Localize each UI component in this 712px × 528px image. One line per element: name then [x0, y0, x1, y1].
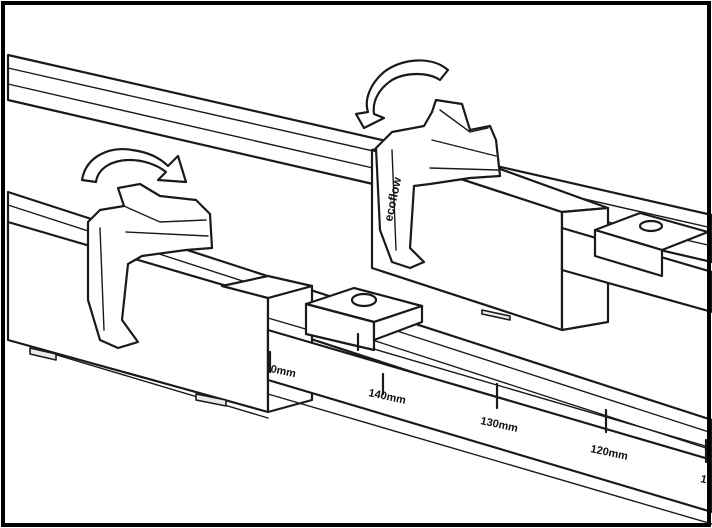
- back-clip: ecoflow: [374, 98, 502, 270]
- front-tab: [304, 286, 424, 352]
- curved-rotate-arrow-right-clip: [354, 59, 450, 130]
- rail-feet: [29, 309, 511, 407]
- curved-rotate-arrow-left-clip: [80, 148, 188, 184]
- front-clip: [86, 182, 214, 350]
- ruler-label-0: 0mm: [269, 363, 297, 380]
- ruler-ticks: [268, 350, 708, 464]
- ruler-label-4: 1: [699, 473, 707, 486]
